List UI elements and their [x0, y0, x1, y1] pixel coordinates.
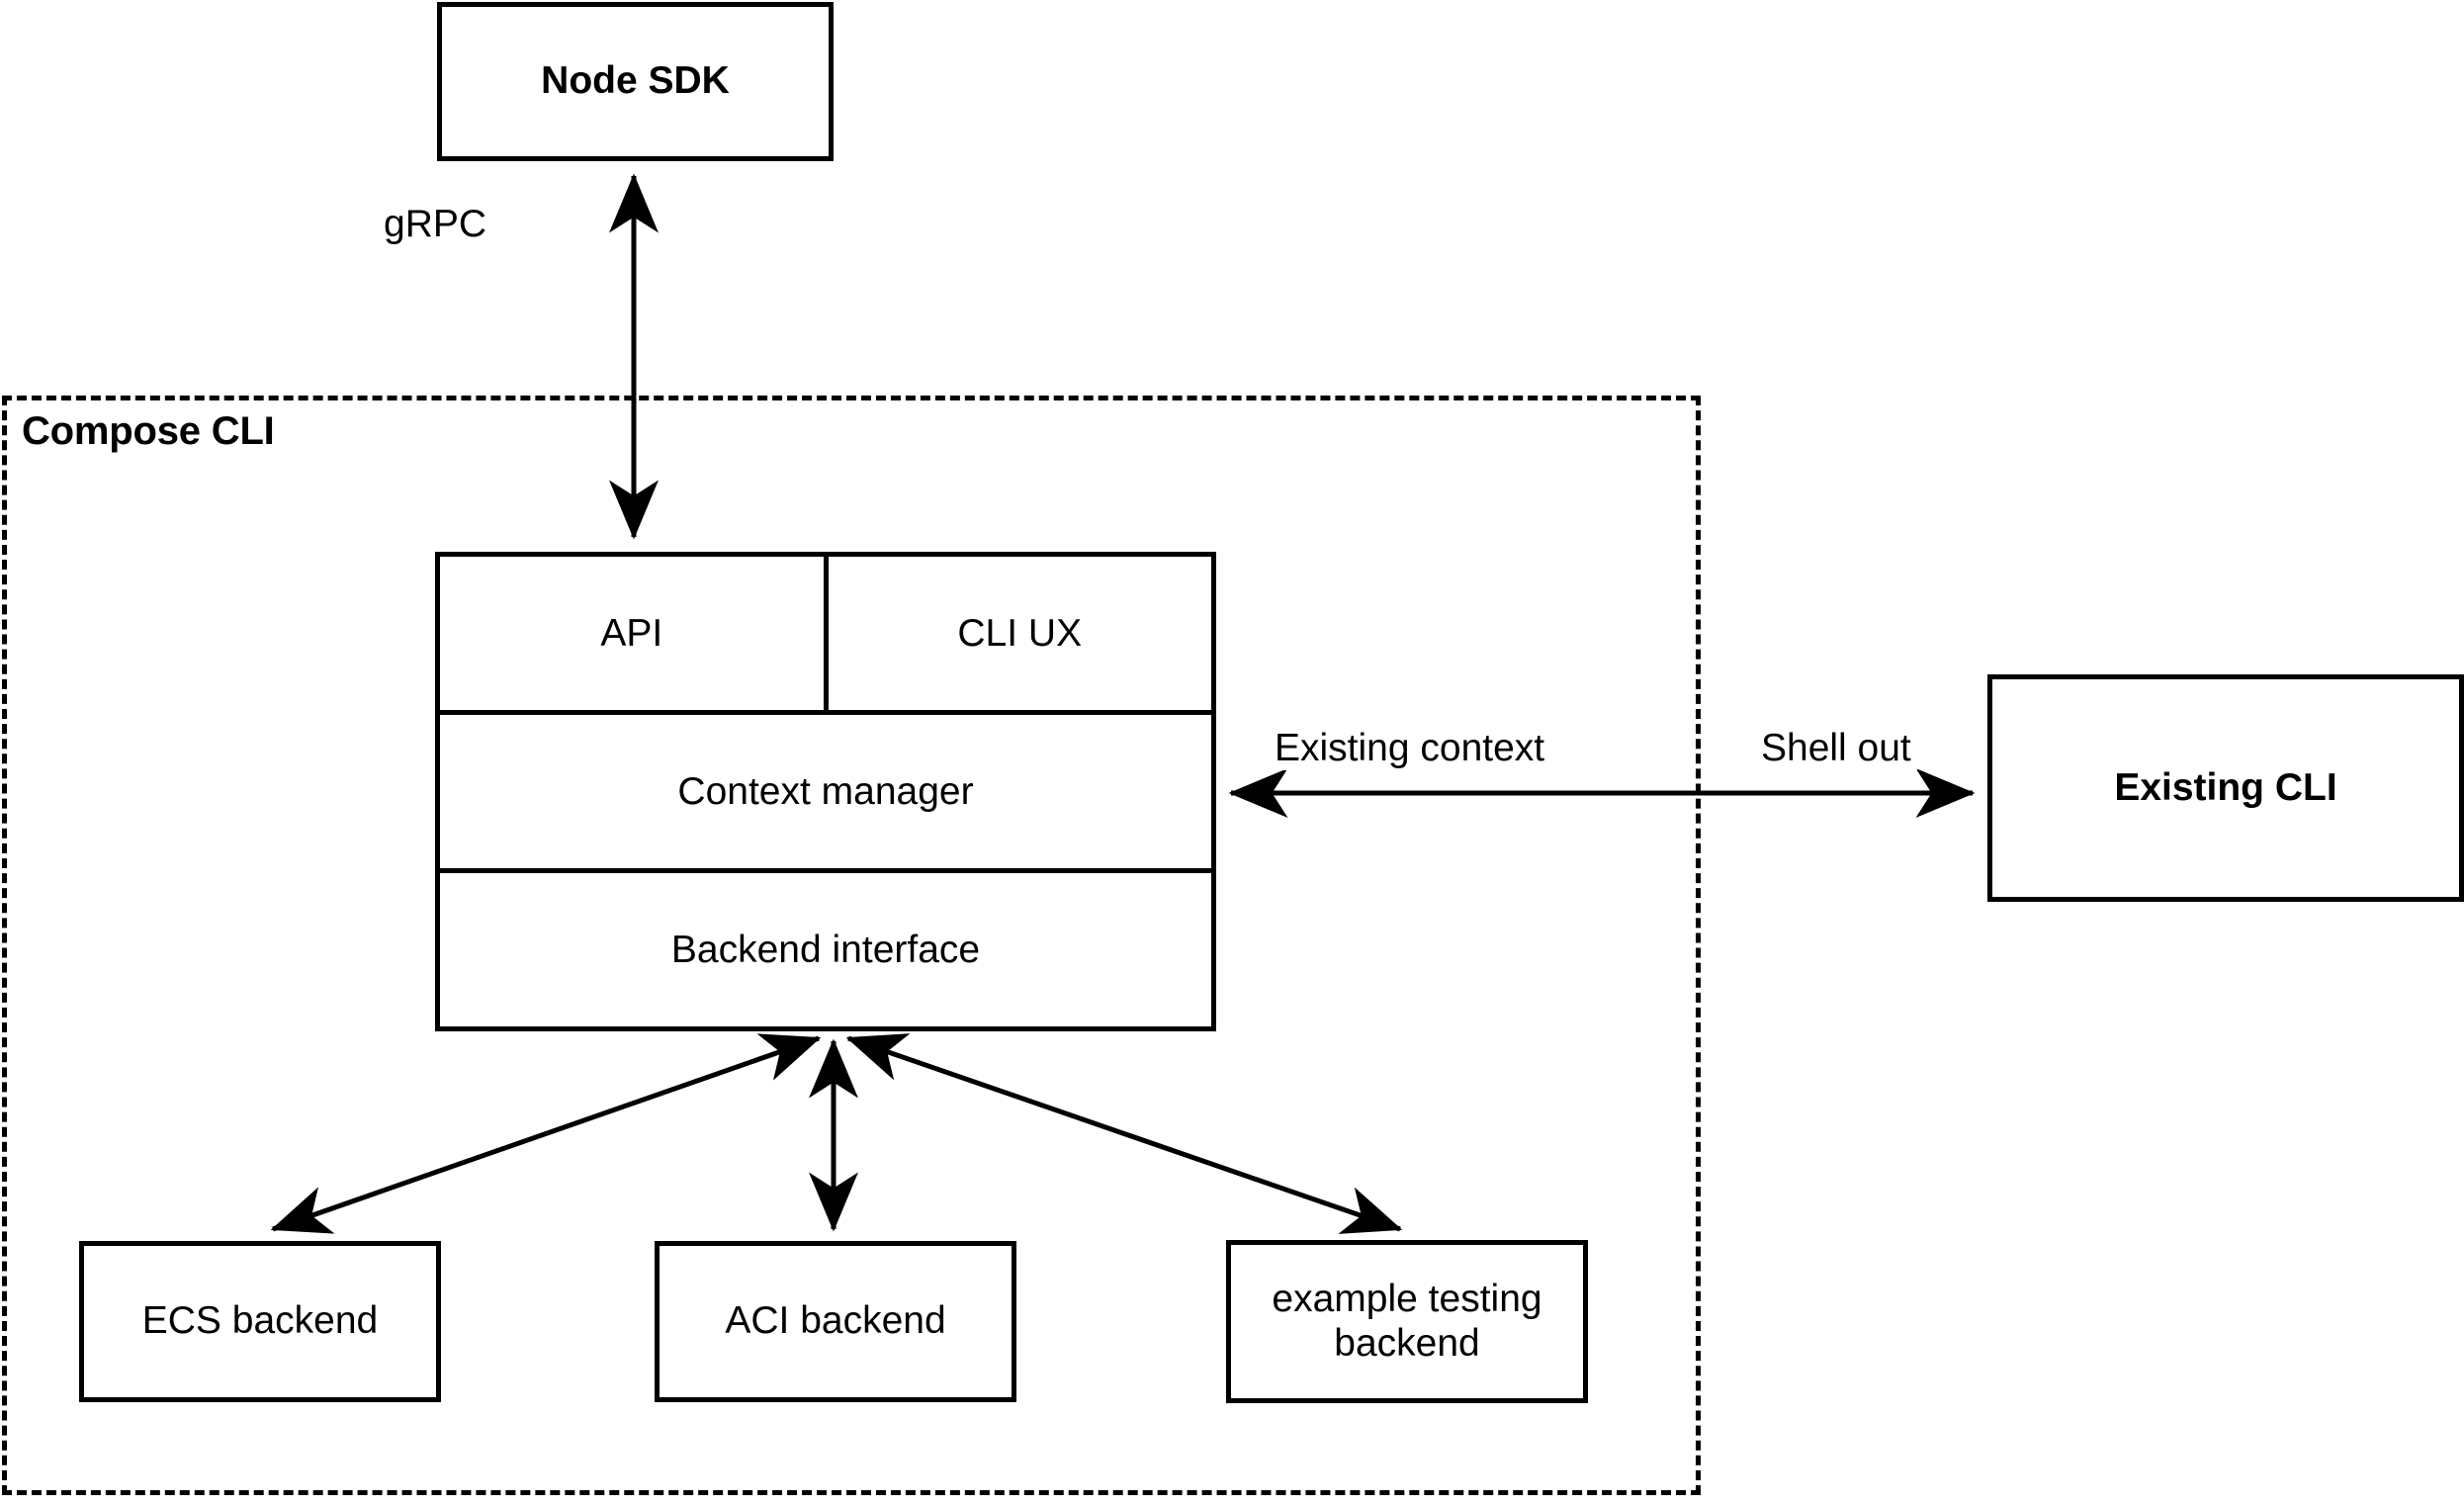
stack-row-top: API CLI UX — [440, 557, 1211, 715]
node-example-testing-backend[interactable]: example testing backend — [1226, 1240, 1588, 1403]
stack-cell-context-manager-label: Context manager — [677, 769, 974, 813]
edge-label-grpc: gRPC — [378, 203, 493, 246]
stack-cell-context-manager[interactable]: Context manager — [440, 715, 1211, 868]
node-ecs-backend-label: ECS backend — [141, 1299, 379, 1343]
stack-cell-backend-interface[interactable]: Backend interface — [440, 873, 1211, 1026]
stack-row-context-manager: Context manager — [440, 715, 1211, 873]
stack-cell-api[interactable]: API — [440, 557, 829, 710]
stack-cell-cli-ux[interactable]: CLI UX — [829, 557, 1212, 710]
node-aci-backend[interactable]: ACI backend — [655, 1241, 1016, 1402]
node-ecs-backend[interactable]: ECS backend — [79, 1241, 441, 1402]
node-existing-cli-label: Existing CLI — [2114, 765, 2337, 809]
compose-cli-group-boundary — [2, 396, 1701, 1495]
node-aci-backend-label: ACI backend — [725, 1299, 946, 1343]
edge-example-line — [845, 1033, 1403, 1234]
node-compose-cli-stack[interactable]: API CLI UX Context manager Backend inter… — [435, 552, 1216, 1031]
stack-row-backend-interface: Backend interface — [440, 873, 1211, 1026]
compose-cli-group-label: Compose CLI — [22, 409, 275, 453]
node-node-sdk-label: Node SDK — [541, 59, 730, 103]
stack-cell-cli-ux-label: CLI UX — [957, 611, 1083, 655]
node-example-testing-backend-label: example testing backend — [1272, 1277, 1542, 1365]
stack-cell-backend-interface-label: Backend interface — [670, 928, 981, 971]
node-node-sdk[interactable]: Node SDK — [437, 2, 834, 161]
edge-label-shell-out: Shell out — [1755, 727, 1917, 770]
edge-label-existing-context: Existing context — [1269, 727, 1551, 770]
edge-ecs-line — [270, 1033, 822, 1234]
node-existing-cli[interactable]: Existing CLI — [1987, 674, 2464, 902]
stack-cell-api-label: API — [600, 611, 663, 655]
